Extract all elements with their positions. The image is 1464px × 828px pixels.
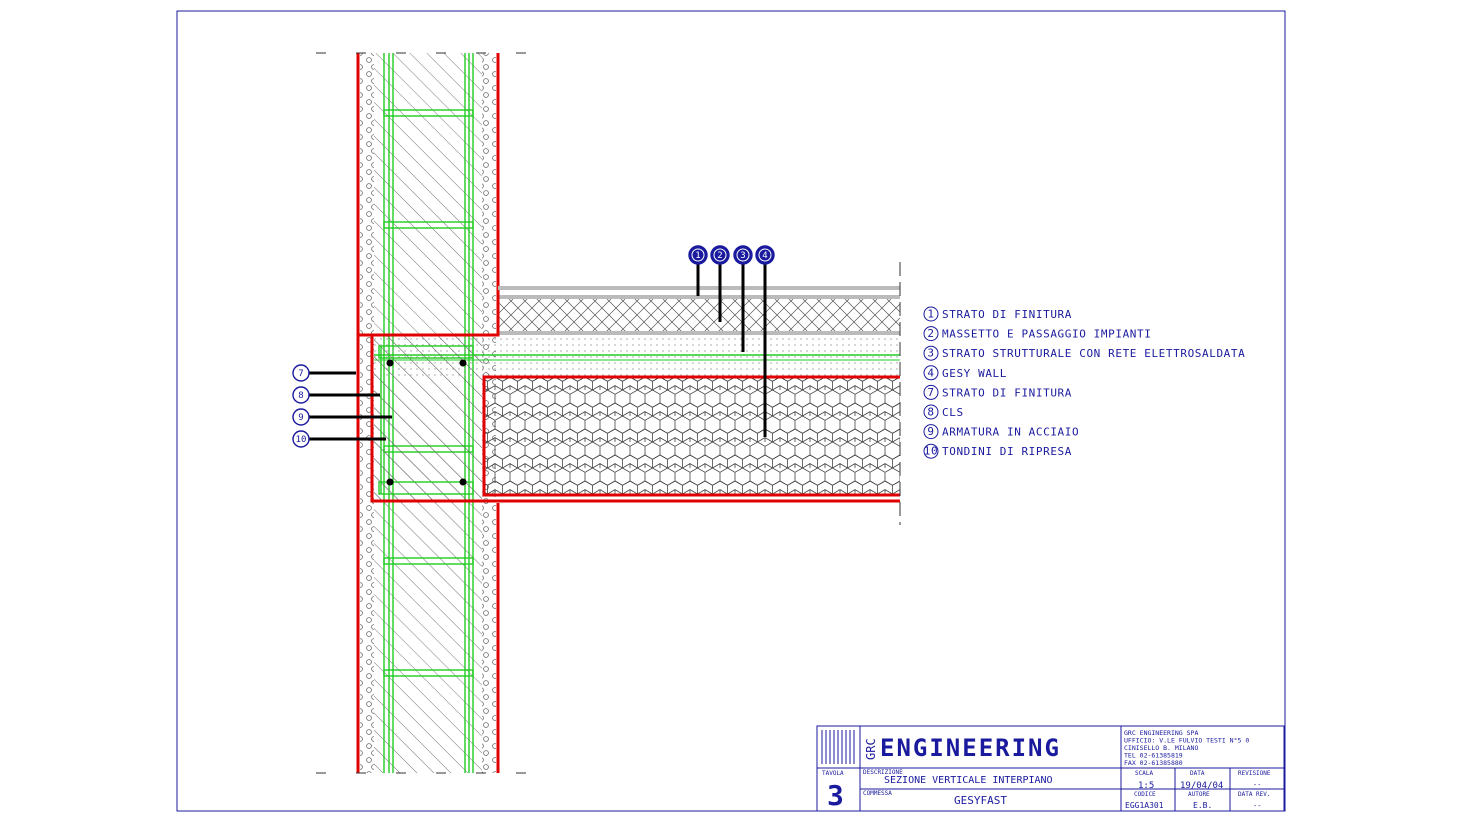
company-line: TEL 02-61385819 [1124,752,1183,760]
top-marker-1-text: 1 [695,251,700,261]
data-value: 19/04/04 [1180,781,1223,791]
drawing-frame [176,10,1286,812]
revisione-label: REVISIONE [1238,770,1271,777]
codice-label: CODICE [1134,791,1156,798]
revisione-value: -- [1253,781,1261,789]
left-marker-9-text: 9 [298,413,303,423]
commessa-value: GESYFAST [954,794,1007,807]
commessa-label: COMMESSA [863,790,892,797]
legend-label: CLS [942,406,964,419]
company-line: GRC ENGINEERING SPA [1124,729,1198,737]
legend-label: GESY WALL [942,367,1007,380]
company-line: CINISELLO B. MILANO [1124,744,1198,752]
legend-label: TONDINI DI RIPRESA [942,445,1072,458]
company-line: UFFICIO: V.LE FULVIO TESTI N°5 0 [1124,737,1249,745]
legend-item: 4 GESY WALL [923,365,1007,381]
legend-label: STRATO STRUTTURALE CON RETE ELETTROSALDA… [942,347,1245,360]
company-line: FAX 02-61385880 [1124,759,1183,767]
left-markers: 7 8 9 10 [292,364,310,448]
legend-item: 2 MASSETTO E PASSAGGIO IMPIANTI [923,326,1151,342]
scala-label: SCALA [1135,770,1153,777]
left-marker-10-text: 10 [296,435,307,445]
brand-name: ENGINEERING [880,734,1061,762]
slab-section [358,262,901,525]
title-block [816,725,1285,812]
legend-label: STRATO DI FINITURA [942,386,1072,399]
legend-item: 7 STRATO DI FINITURA [923,384,1072,400]
codice-value: EGG1A301 [1125,801,1164,810]
legend-number: 8 [927,406,934,419]
legend-item: 3 STRATO STRUTTURALE CON RETE ELETTROSALD… [923,345,1245,361]
legend-item: 8 CLS [923,404,964,420]
left-marker-8-text: 8 [298,391,303,401]
legend-number: 9 [927,425,934,438]
left-marker-7: 7 [292,364,310,382]
tavola-label: TAVOLA [822,770,844,777]
left-marker-7-text: 7 [298,369,303,379]
descrizione-label: DESCRIZIONE [863,769,903,776]
autore-label: AUTORE [1188,791,1210,798]
title-block-text: GRC ENGINEERING GRC ENGINEERING SPAUFFIC… [822,729,1271,812]
top-marker-3-text: 3 [740,251,745,261]
legend-item: 9 ARMATURA IN ACCIAIO [923,424,1079,440]
top-marker-4-text: 4 [762,251,767,261]
legend-item: 10 TONDINI DI RIPRESA [923,443,1072,459]
legend-label: ARMATURA IN ACCIAIO [942,426,1079,439]
legend-number: 4 [927,366,934,379]
data-rev-value: -- [1253,802,1261,810]
tavola-value: 3 [827,779,844,812]
left-leader-lines [309,371,392,441]
legend-label: STRATO DI FINITURA [942,308,1072,321]
brand-small: GRC [864,738,878,760]
legend-number: 2 [927,327,934,340]
legend-number: 10 [924,445,938,458]
top-markers: 1 2 3 4 [688,245,775,265]
descrizione-value: SEZIONE VERTICALE INTERPIANO [884,775,1053,786]
left-marker-9: 9 [292,408,310,426]
legend-number: 7 [927,386,934,399]
data-label: DATA [1190,770,1205,777]
legend-label: MASSETTO E PASSAGGIO IMPIANTI [942,328,1151,341]
autore-value: E.B. [1193,801,1212,810]
legend-number: 3 [927,347,934,360]
legend-item: 1 STRATO DI FINITURA [923,306,1072,322]
data-rev-label: DATA REV. [1238,791,1271,798]
top-marker-2-text: 2 [717,251,722,261]
left-marker-8: 8 [292,386,310,404]
scala-value: 1:5 [1138,781,1154,791]
left-marker-10: 10 [292,430,310,448]
legend-number: 1 [927,308,934,321]
